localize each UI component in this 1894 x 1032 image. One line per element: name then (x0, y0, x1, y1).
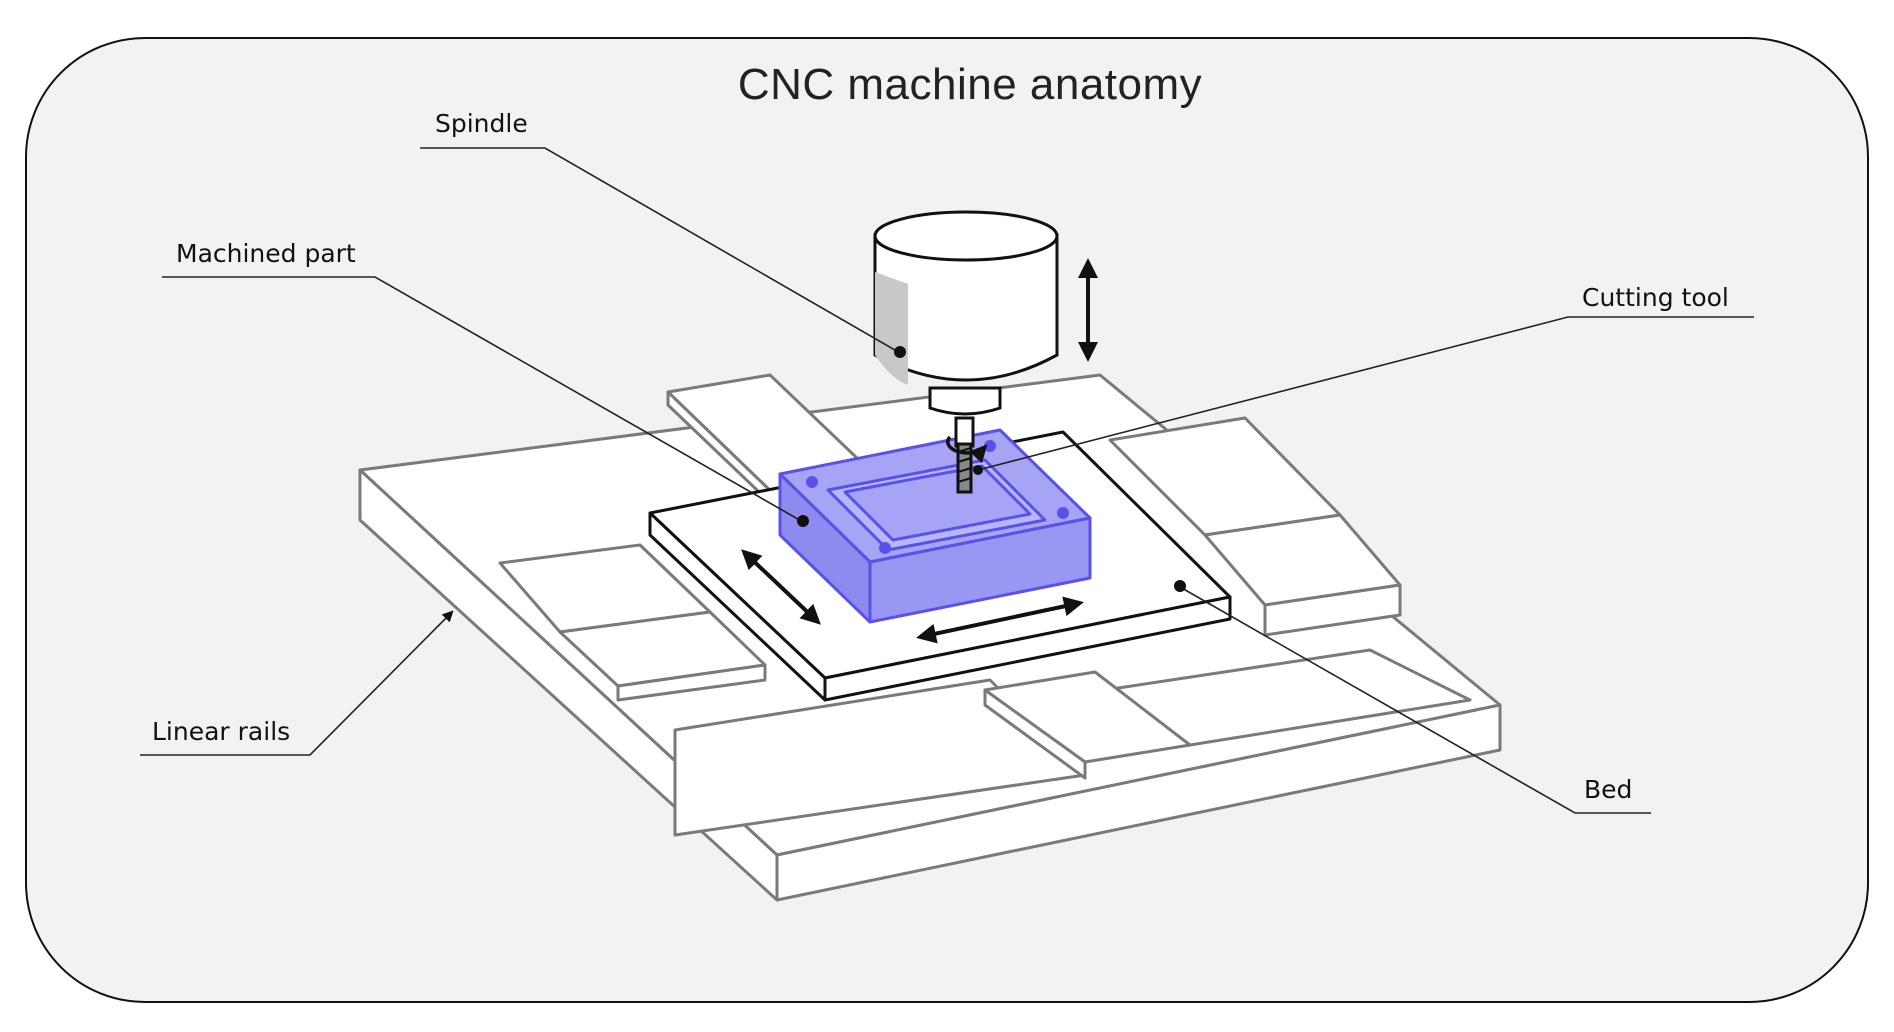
callout-lines (140, 147, 1754, 814)
y-axis-arrow-icon (741, 549, 821, 625)
rail-block-right-lower-side (1263, 583, 1402, 637)
bed-dot (1174, 580, 1186, 592)
rail-block-left-lower-side (616, 663, 767, 702)
label-bed: Bed (1584, 775, 1632, 804)
part-front-face (868, 516, 1092, 624)
callout-labels: Spindle Machined part Cutting tool Linea… (152, 109, 1729, 804)
label-spindle: Spindle (435, 109, 528, 138)
part-hole-1 (806, 476, 818, 488)
rotation-arrow-icon (946, 435, 988, 464)
label-cutting-tool: Cutting tool (1582, 283, 1729, 312)
cutting-tool-dot (973, 465, 983, 475)
machined-part-dot (797, 515, 809, 527)
machined-part-leader-line (162, 276, 804, 523)
part-hole-4 (879, 542, 891, 554)
part-pocket-inner (843, 464, 1032, 542)
cutting-tool (946, 416, 988, 494)
spindle (873, 210, 1059, 416)
motion-arrows (741, 258, 1098, 644)
label-machined-part: Machined part (176, 239, 356, 268)
cutting-tool-leader-line (977, 316, 1754, 471)
diagram-title: CNC machine anatomy (737, 60, 1203, 109)
bed-front-face (823, 595, 1232, 702)
bed-leader-line (1179, 586, 1651, 814)
spindle-top (873, 210, 1059, 262)
x-axis-arrow-icon (916, 596, 1084, 644)
machined-part (778, 428, 1092, 624)
spindle-dot (894, 346, 906, 358)
tool-shank (954, 416, 975, 448)
spindle-shading (875, 272, 908, 385)
label-linear-rails: Linear rails (152, 717, 290, 746)
spindle-leader-line (420, 147, 901, 354)
spindle-collar (928, 386, 1002, 416)
rail-slot-front-side (983, 688, 1087, 780)
machine-base (358, 373, 1502, 902)
part-hole-3 (1057, 507, 1069, 519)
part-hole-2 (984, 440, 996, 452)
linear-rails-leader-line (140, 610, 454, 756)
base-front-face (775, 703, 1502, 902)
tool-flute-lines (957, 447, 972, 483)
